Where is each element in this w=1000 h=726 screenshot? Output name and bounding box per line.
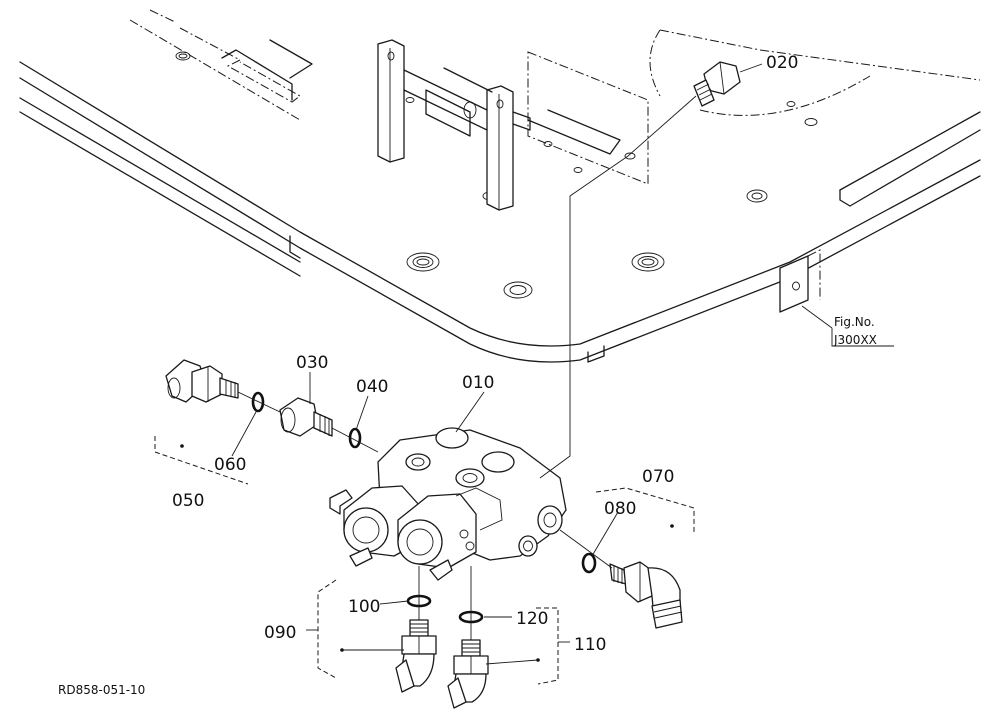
fitting-050 [165, 359, 239, 403]
part-label-040: 040 [356, 377, 388, 397]
o-ring-040 [348, 427, 362, 449]
mounting-plate [19, 9, 981, 363]
part-label-030: 030 [296, 353, 328, 373]
fitting-020 [693, 61, 741, 107]
part-label-050: 050 [172, 491, 204, 511]
o-ring-080 [581, 552, 597, 574]
fig-number: J300XX [833, 333, 877, 347]
group-bracket-070 [595, 487, 695, 532]
part-label-010: 010 [462, 373, 494, 393]
valve-body [329, 427, 567, 581]
group-bracket-110 [485, 607, 570, 685]
drawing-code: RD858-051-10 [58, 683, 145, 697]
part-label-090: 090 [264, 623, 296, 643]
upright-bracket [377, 39, 649, 211]
fitting-030 [279, 397, 333, 437]
assembly-lines [237, 95, 697, 640]
fitting-110 [447, 639, 489, 709]
part-label-110: 110 [574, 635, 606, 655]
fig-title: Fig.No. [834, 315, 875, 329]
group-bracket-090 [306, 579, 404, 679]
leader-lines [231, 63, 894, 618]
part-label-060: 060 [214, 455, 246, 475]
part-label-120: 120 [516, 609, 548, 629]
group-bracket-050 [154, 436, 249, 485]
part-label-070: 070 [642, 467, 674, 487]
part-label-080: 080 [604, 499, 636, 519]
fitting-090 [395, 619, 437, 693]
part-label-020: 020 [766, 53, 798, 73]
part-label-100: 100 [348, 597, 380, 617]
fitting-070 [609, 561, 683, 629]
o-ring-060 [251, 391, 265, 413]
